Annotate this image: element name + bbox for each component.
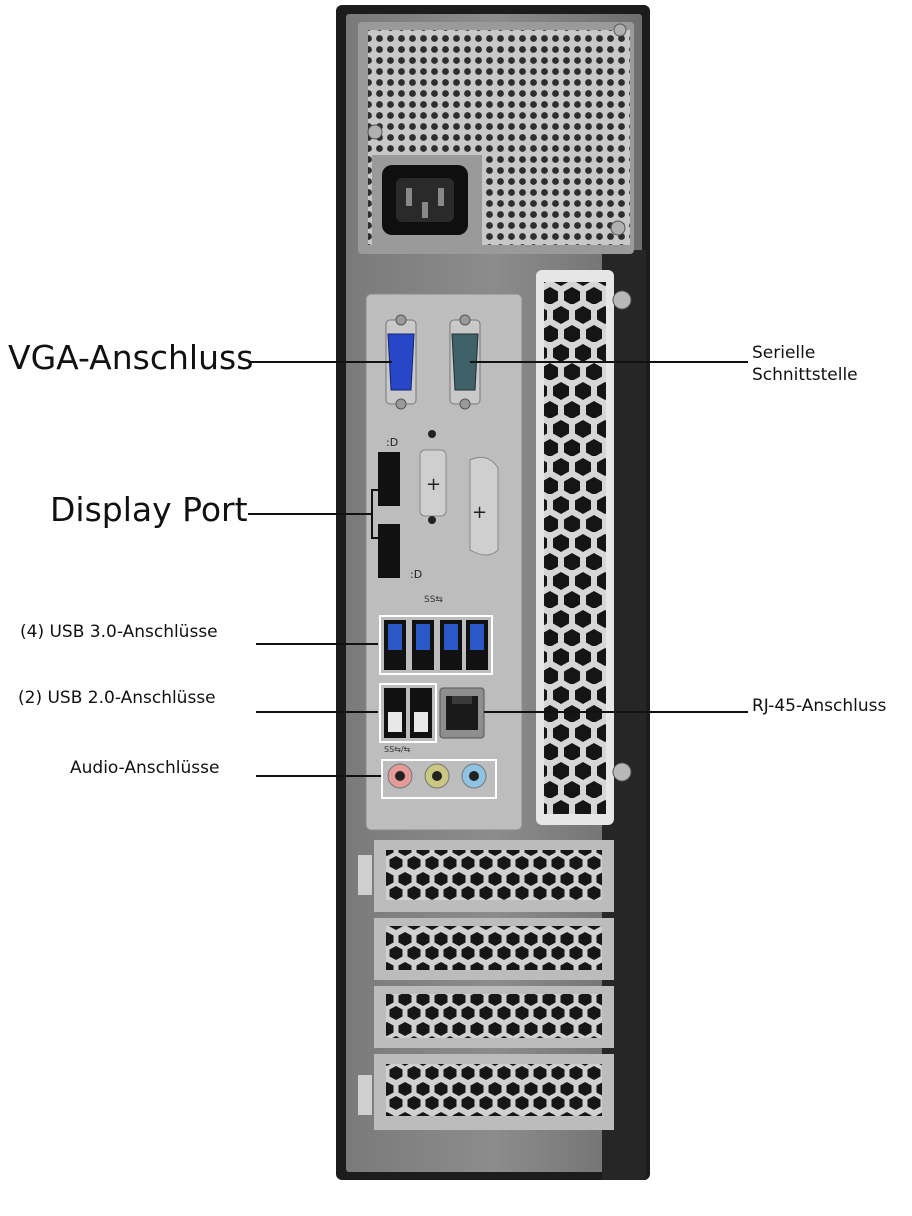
usb3-tongue — [444, 624, 458, 650]
label-vga: VGA-Anschluss — [8, 338, 254, 377]
audio-jack-hole — [432, 771, 442, 781]
expansion-slot-vent — [386, 850, 602, 900]
screw — [459, 398, 471, 410]
screw — [395, 398, 407, 410]
ss-mark: SS⇆ — [424, 595, 443, 605]
expansion-slot-vent — [386, 1064, 602, 1116]
highlight-boxes — [379, 615, 497, 799]
thumbscrew — [612, 290, 632, 310]
box-usb3 — [379, 615, 493, 675]
hex-vent — [544, 282, 606, 814]
knockout-plate — [469, 456, 499, 556]
vga-port — [387, 333, 415, 391]
screw — [459, 314, 471, 326]
hole — [428, 516, 436, 524]
expansion-slot-vent — [386, 994, 602, 1038]
rj45-contacts — [452, 696, 472, 704]
ss-mark: SS⇆/⇆ — [384, 745, 411, 754]
power-pin — [438, 188, 444, 206]
leader-lines — [248, 361, 748, 777]
audio-jack-hole — [469, 771, 479, 781]
power-pin — [406, 188, 412, 206]
expansion-slot-vent — [386, 926, 602, 970]
displayport-2 — [378, 524, 400, 578]
slot-clip — [358, 855, 372, 895]
usb3-tongue — [470, 624, 484, 650]
screw — [367, 124, 383, 140]
usb2-tongue — [388, 712, 402, 732]
slot-clip — [358, 1075, 372, 1115]
screw — [395, 314, 407, 326]
displayport-1 — [378, 452, 400, 506]
label-serial-line1: Serielle — [752, 343, 816, 363]
box-usb2 — [379, 683, 437, 743]
label-serial: Serielle Schnittstelle — [752, 342, 858, 386]
screw — [613, 23, 627, 37]
usb2-tongue — [414, 712, 428, 732]
screw — [610, 220, 626, 236]
serial-port — [451, 333, 479, 391]
bracket-displayport — [371, 489, 382, 539]
label-audio: Audio-Anschlüsse — [70, 758, 220, 778]
hole — [428, 430, 436, 438]
knockout-plate — [419, 449, 447, 517]
usb3-tongue — [388, 624, 402, 650]
plus-mark: + — [426, 474, 441, 495]
thumbscrew — [612, 762, 632, 782]
label-serial-line2: Schnittstelle — [752, 365, 858, 385]
box-audio — [381, 759, 497, 799]
dp-mark: :D — [410, 568, 422, 581]
label-usb2: (2) USB 2.0-Anschlüsse — [18, 688, 216, 708]
power-pin — [422, 202, 428, 218]
dp-mark: :D — [386, 436, 398, 449]
plus-mark: + — [472, 502, 487, 523]
label-rj45: RJ-45-Anschluss — [752, 696, 887, 716]
label-displayport: Display Port — [50, 490, 248, 529]
usb3-tongue — [416, 624, 430, 650]
audio-jack-hole — [395, 771, 405, 781]
label-usb3: (4) USB 3.0-Anschlüsse — [20, 622, 218, 642]
